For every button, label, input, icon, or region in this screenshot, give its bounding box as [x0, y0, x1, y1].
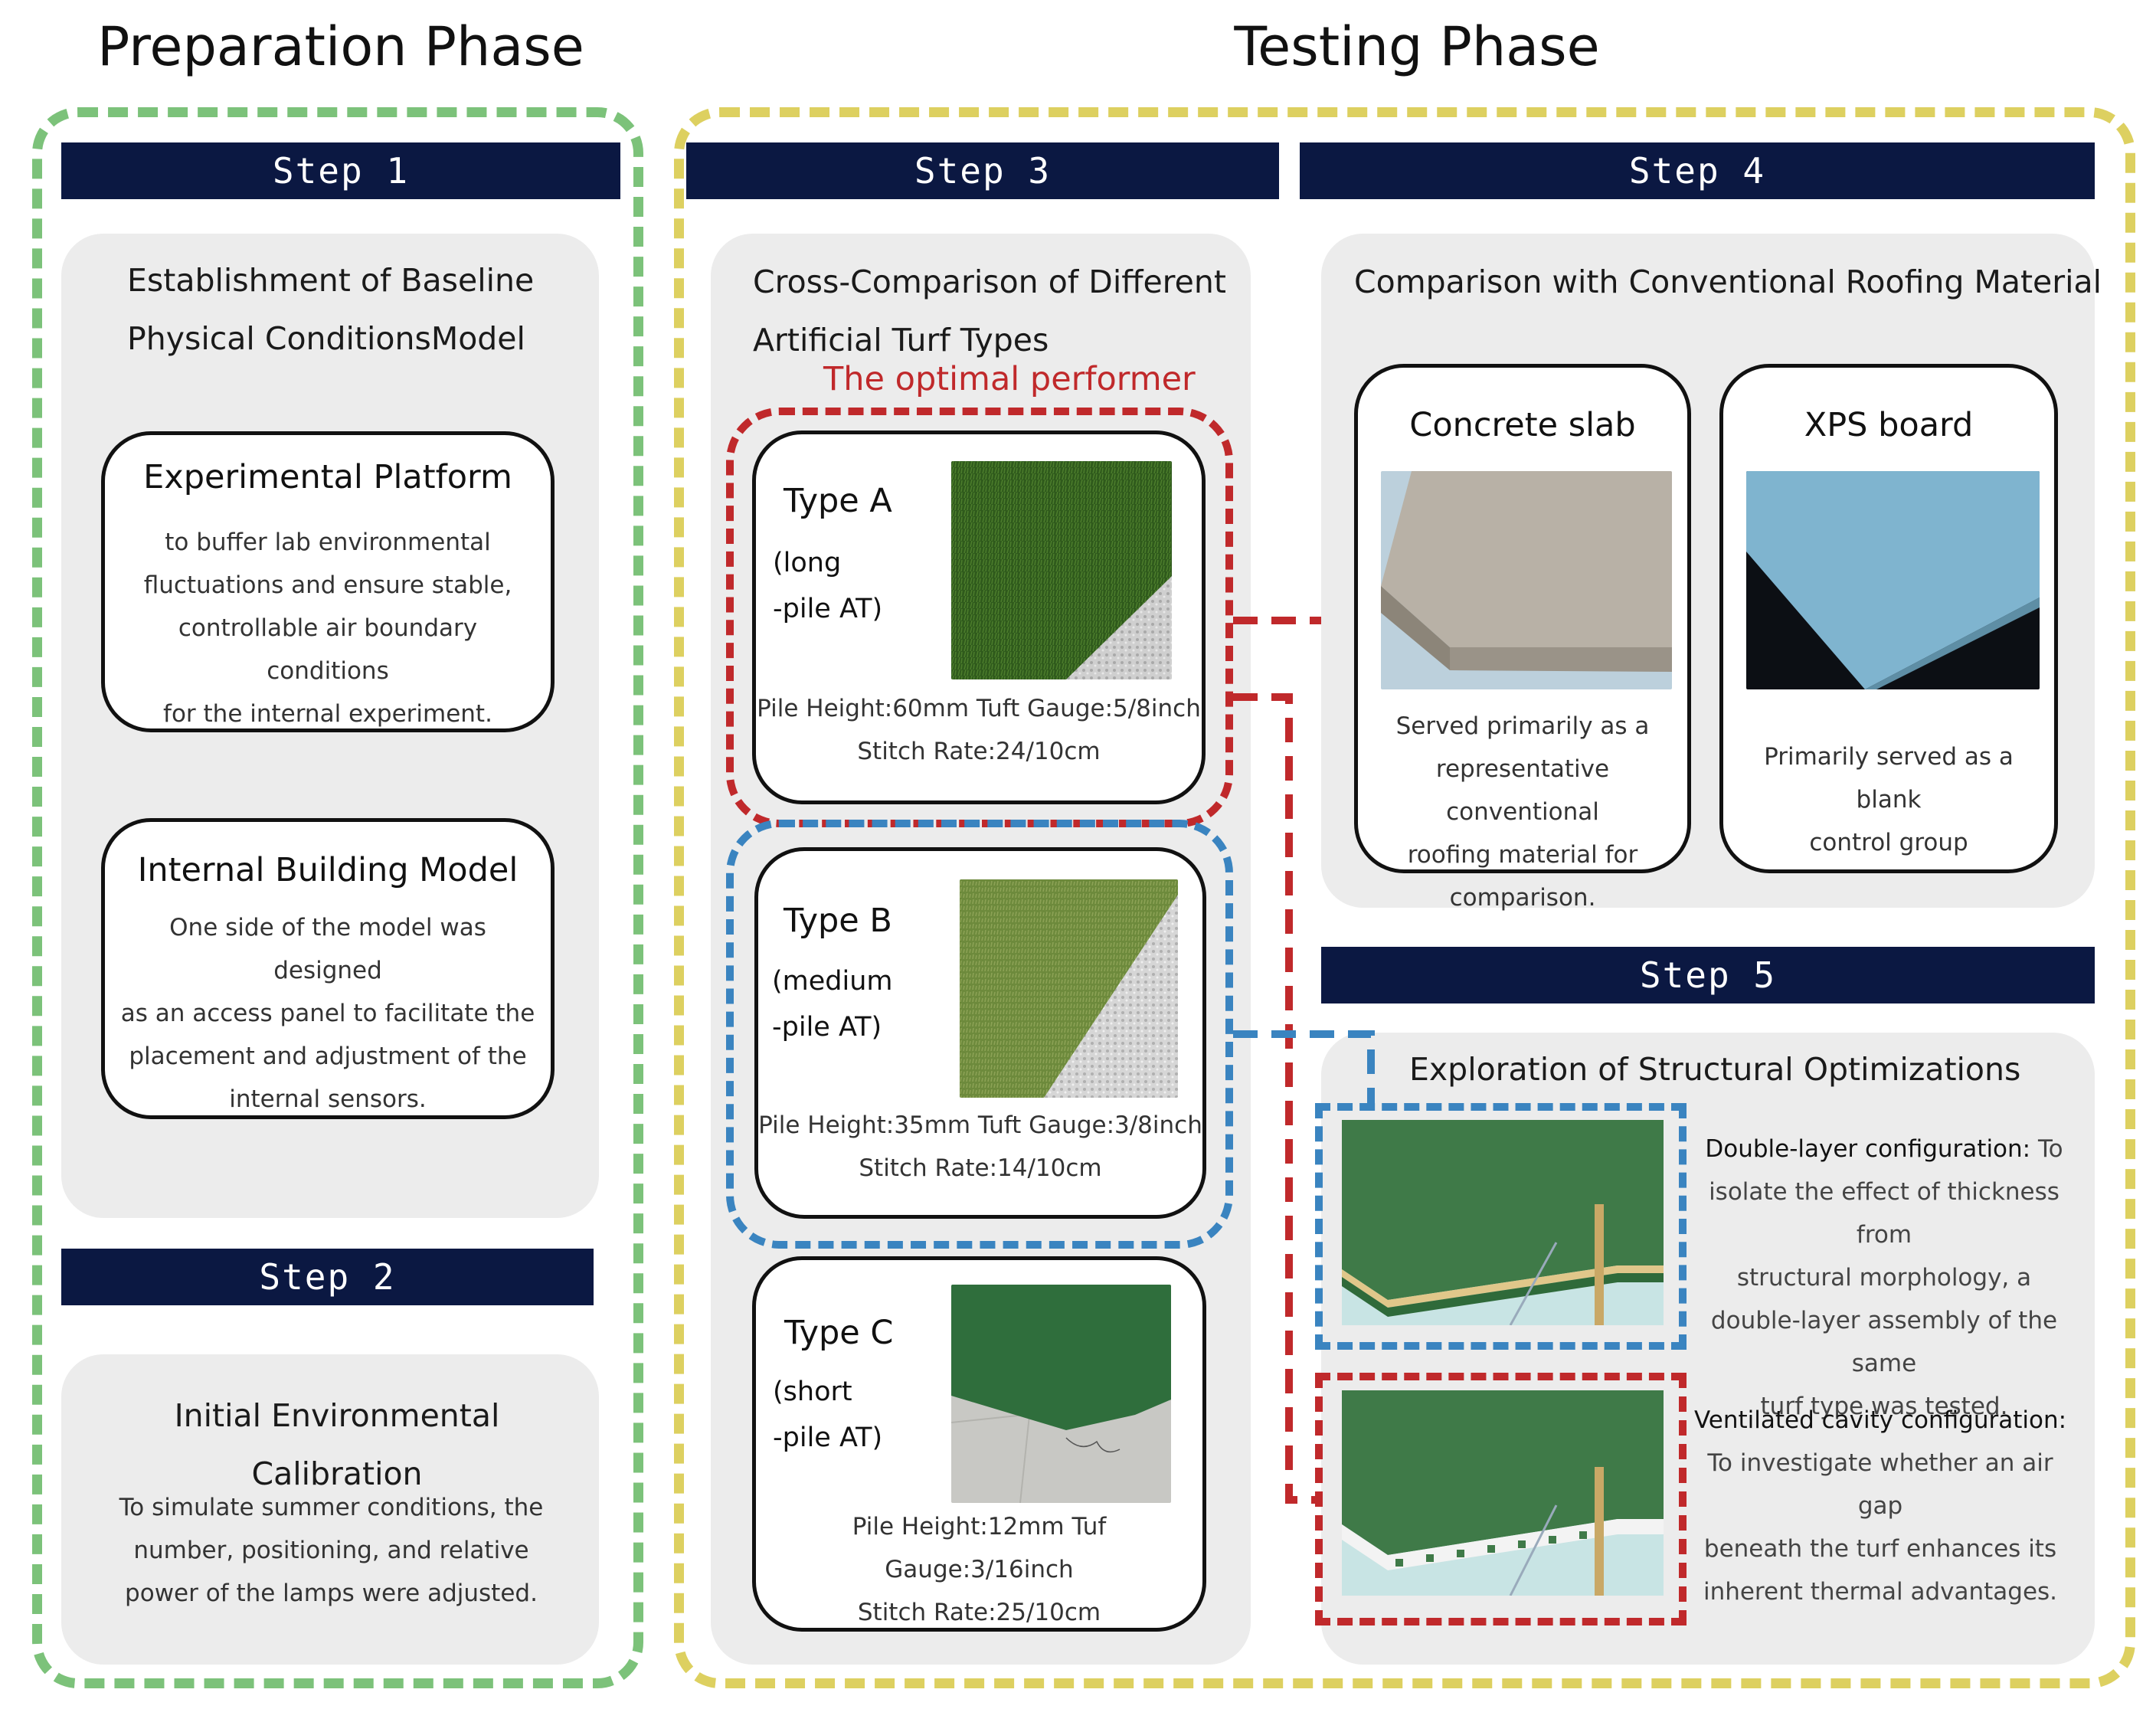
text-line: fluctuations and ensure stable,	[143, 571, 512, 599]
experimental-platform-text: to buffer lab environmental fluctuations…	[120, 521, 535, 735]
step2-title: Initial Environmental Calibration	[174, 1397, 500, 1492]
double-layer-first-line: Double-layer configuration: To	[1685, 1128, 2083, 1170]
text-line: structural morphology, a	[1736, 1264, 2032, 1292]
internal-building-model-text: One side of the model was designed as an…	[120, 906, 535, 1121]
concrete-slab-photo	[1381, 471, 1672, 689]
text-line: representative conventional	[1435, 755, 1610, 826]
text-line: controllable air boundary conditions	[178, 614, 478, 685]
preparation-phase-title: Preparation Phase	[97, 15, 584, 78]
experimental-platform-card: Experimental Platform to buffer lab envi…	[101, 431, 555, 732]
ventilated-cavity-model-image	[1342, 1390, 1664, 1596]
text-line: isolate the effect of thickness from	[1709, 1178, 2059, 1249]
preparation-phase-frame	[32, 107, 643, 1688]
type-c-spec1: Pile Height:12mm Tuf	[852, 1513, 1107, 1540]
type-b-sub2: -pile AT)	[772, 1012, 882, 1043]
text-line: number, positioning, and relative	[133, 1537, 529, 1564]
ventilated-cavity-text: Ventilated cavity configuration: To inve…	[1689, 1399, 2072, 1613]
type-b-sub1: (medium	[772, 966, 893, 997]
short-pile-turf-image	[951, 1285, 1171, 1503]
text-line: inherent thermal advantages.	[1703, 1578, 2058, 1606]
text-line: Primarily served as a blank	[1764, 743, 2014, 814]
text-line: To simulate summer conditions, the	[119, 1494, 544, 1521]
xps-board-title: XPS board	[1804, 406, 1974, 444]
text-line: placement and adjustment of the	[129, 1043, 527, 1070]
testing-phase-frame	[674, 107, 2135, 1688]
xps-board-photo	[1746, 471, 2040, 689]
text-line: double-layer assembly of the same	[1710, 1307, 2058, 1377]
connector-red-to-vent	[1233, 693, 1315, 1504]
step4-title: Comparison with Conventional Roofing Mat…	[1354, 264, 2102, 300]
type-b-spec1: Pile Height:35mm Tuft Gauge:3/8inch	[758, 1112, 1202, 1139]
long-pile-turf-image	[951, 461, 1172, 679]
medium-pile-turf-photo	[960, 879, 1178, 1098]
ventilated-cavity-heading: Ventilated cavity configuration:	[1693, 1406, 2067, 1434]
ventilated-cavity-heading-line: Ventilated cavity configuration:	[1689, 1399, 2072, 1442]
step1-bar: Step 1	[61, 142, 620, 199]
text-line: turf type was tested.	[1760, 1393, 2008, 1420]
type-c-spec3: Stitch Rate:25/10cm	[857, 1599, 1101, 1626]
step4-bar: Step 4	[1300, 142, 2095, 199]
type-b-highlight-frame	[726, 820, 1233, 1249]
experimental-platform-title: Experimental Platform	[143, 458, 512, 496]
type-a-sub1: (long	[773, 548, 842, 578]
type-b-spec2: Stitch Rate:14/10cm	[859, 1154, 1102, 1182]
xps-board-text: Primarily served as a blank control grou…	[1739, 735, 2039, 864]
ventilated-cavity-frame	[1315, 1373, 1687, 1626]
short-pile-turf-photo	[951, 1285, 1171, 1503]
double-layer-first-text: To	[2030, 1135, 2063, 1163]
text-line: roofing material for	[1407, 841, 1638, 869]
optimal-performer-label: The optimal performer	[823, 360, 1196, 398]
internal-building-model-title: Internal Building Model	[137, 851, 519, 889]
double-layer-frame	[1315, 1103, 1687, 1350]
connector-blue-to-double	[1233, 1030, 1375, 1103]
step1-title-line1: Establishment of Baseline	[127, 262, 535, 299]
step3-title-line1: Cross-Comparison of Different	[753, 264, 1226, 300]
step1-title-line2: Physical ConditionsModel	[127, 320, 525, 357]
type-a-name: Type A	[784, 482, 892, 520]
type-a-spec2: Stitch Rate:24/10cm	[857, 738, 1101, 765]
concrete-slab-title: Concrete slab	[1409, 406, 1636, 444]
text-line: beneath the turf enhances its	[1703, 1535, 2057, 1563]
type-c-spec2: Gauge:3/16inch	[885, 1556, 1074, 1583]
concrete-slab-image	[1381, 471, 1672, 689]
step2-text: To simulate summer conditions, the numbe…	[77, 1486, 586, 1615]
text-line: One side of the model was designed	[169, 914, 486, 984]
long-pile-turf-photo	[951, 461, 1172, 679]
step3-title-line2: Artificial Turf Types	[753, 322, 1049, 358]
type-c-sub1: (short	[773, 1377, 852, 1407]
text-line: comparison.	[1449, 884, 1596, 912]
step2-panel	[61, 1354, 599, 1665]
type-c-name: Type C	[784, 1314, 894, 1352]
text-line: power of the lamps were adjusted.	[125, 1580, 538, 1607]
concrete-slab-card: Concrete slab Served primarily as a repr…	[1354, 364, 1691, 912]
testing-phase-title: Testing Phase	[1234, 15, 1600, 78]
type-a-card: Type A (long -pile AT) Pile Height:60mm …	[752, 431, 1206, 804]
text-line: for the internal experiment.	[163, 700, 492, 728]
double-layer-heading: Double-layer configuration:	[1705, 1135, 2031, 1163]
type-c-card: Type C (short -pile AT) Pile Height:12mm…	[752, 1256, 1206, 1632]
double-layer-text: Double-layer configuration: To isolate t…	[1685, 1128, 2083, 1428]
type-b-card: Type B (medium -pile AT) Pile Height:35m…	[754, 847, 1206, 1219]
type-b-name: Type B	[784, 902, 892, 940]
text-line: Served primarily as a	[1395, 712, 1650, 740]
step2-bar: Step 2	[61, 1249, 594, 1305]
xps-board-image	[1746, 471, 2040, 689]
text-line: internal sensors.	[229, 1085, 427, 1113]
internal-building-model-card: Internal Building Model One side of the …	[101, 818, 555, 1119]
type-a-spec1: Pile Height:60mm Tuft Gauge:5/8inch	[757, 695, 1201, 722]
text-line: as an access panel to facilitate the	[120, 1000, 535, 1027]
text-line: to buffer lab environmental	[165, 529, 491, 556]
text-line: To investigate whether an air gap	[1707, 1449, 2053, 1520]
step5-title: Exploration of Structural Optimizations	[1409, 1051, 2021, 1088]
step5-bar: Step 5	[1321, 947, 2095, 1003]
step3-bar: Step 3	[686, 142, 1279, 199]
concrete-slab-text: Served primarily as a representative con…	[1373, 705, 1672, 919]
medium-pile-turf-image	[960, 879, 1178, 1098]
type-c-sub2: -pile AT)	[773, 1423, 883, 1453]
text-line: control group	[1809, 829, 1968, 856]
double-layer-model-image	[1342, 1120, 1664, 1325]
type-a-sub2: -pile AT)	[773, 594, 883, 624]
xps-board-card: XPS board Primarily served as a blank co…	[1719, 364, 2058, 873]
